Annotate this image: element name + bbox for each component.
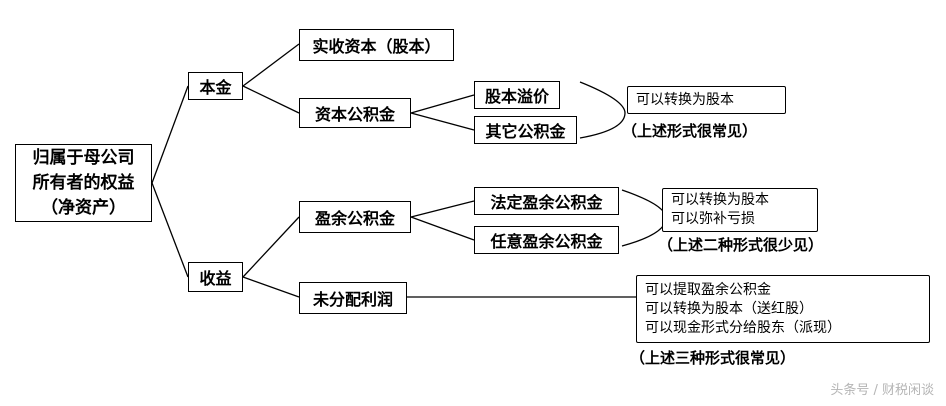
surplus-reserve-note: 可以转换为股本 可以弥补亏损 bbox=[662, 188, 818, 232]
earnings-box: 收益 bbox=[188, 262, 243, 292]
share-premium-label: 股本溢价 bbox=[484, 87, 549, 106]
discretionary-surplus-label: 任意盈余公积金 bbox=[490, 232, 603, 251]
undistributed-profit-note-line-3: 可以现金形式分给股东（派现） bbox=[645, 319, 841, 336]
undistributed-profit-caption: （上述三种形式很常见） bbox=[630, 349, 796, 367]
capital-reserve-caption: （上述形式很常见） bbox=[622, 122, 758, 140]
statutory-surplus-label: 法定盈余公积金 bbox=[490, 193, 603, 212]
surplus-reserve-label: 盈余公积金 bbox=[314, 209, 395, 228]
root-line-3: （净资产） bbox=[41, 197, 126, 218]
surplus-reserve-box: 盈余公积金 bbox=[299, 201, 411, 233]
statutory-surplus-box: 法定盈余公积金 bbox=[474, 187, 619, 215]
undistributed-profit-note-line-1: 可以提取盈余公积金 bbox=[645, 281, 771, 298]
undistributed-profit-label: 未分配利润 bbox=[312, 290, 393, 309]
other-capital-reserve-box: 其它公积金 bbox=[474, 116, 577, 144]
discretionary-surplus-box: 任意盈余公积金 bbox=[474, 226, 619, 254]
capital-reserve-note: 可以转换为股本 bbox=[627, 86, 786, 114]
paid-in-capital-box: 实收资本（股本） bbox=[299, 29, 454, 61]
surplus-reserve-note-line-1: 可以转换为股本 bbox=[671, 192, 769, 208]
share-premium-box: 股本溢价 bbox=[474, 81, 560, 109]
surplus-reserve-caption: （上述二种形式很少见） bbox=[658, 236, 824, 254]
capital-reserve-note-line: 可以转换为股本 bbox=[636, 91, 734, 108]
other-capital-reserve-label: 其它公积金 bbox=[485, 122, 566, 141]
root-equity-box: 归属于母公司 所有者的权益 （净资产） bbox=[15, 144, 152, 222]
undistributed-profit-box: 未分配利润 bbox=[299, 282, 407, 314]
capital-reserve-box: 资本公积金 bbox=[299, 98, 411, 128]
paid-in-capital-label: 实收资本（股本） bbox=[312, 37, 441, 56]
root-line-1: 归属于母公司 bbox=[32, 147, 135, 168]
watermark: 头条号 / 财税闲谈 bbox=[830, 383, 934, 398]
capital-reserve-label: 资本公积金 bbox=[314, 105, 395, 124]
root-line-2: 所有者的权益 bbox=[32, 172, 135, 193]
principal-box: 本金 bbox=[188, 72, 243, 100]
principal-label: 本金 bbox=[199, 78, 232, 97]
earnings-label: 收益 bbox=[199, 269, 232, 288]
surplus-reserve-note-line-2: 可以弥补亏损 bbox=[671, 211, 755, 227]
undistributed-profit-note-line-2: 可以转换为股本（送红股） bbox=[645, 300, 813, 317]
undistributed-profit-note: 可以提取盈余公积金 可以转换为股本（送红股） 可以现金形式分给股东（派现） bbox=[636, 275, 930, 343]
